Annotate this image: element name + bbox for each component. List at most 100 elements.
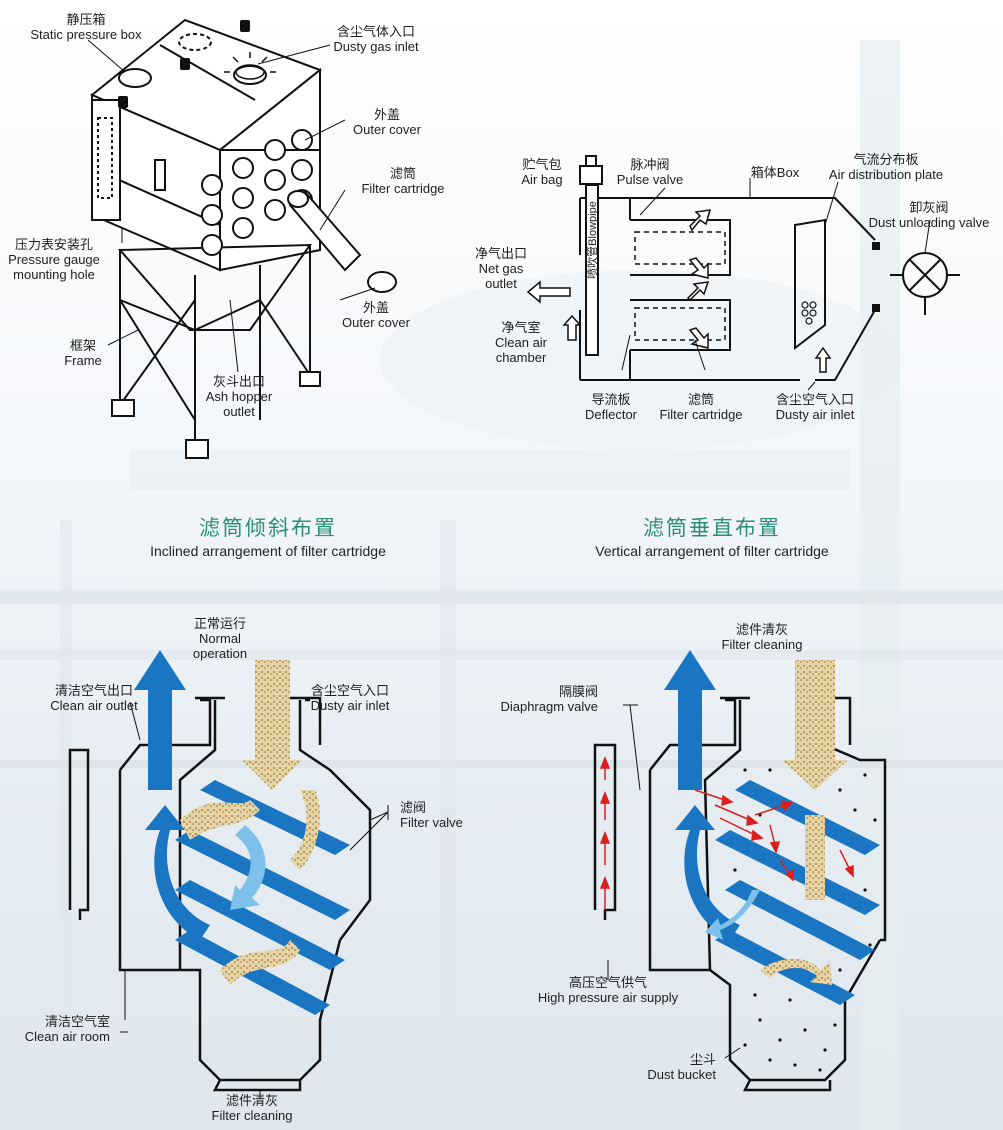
label-en: Pulse valve — [616, 172, 684, 187]
label-en: High pressure air supply — [537, 990, 679, 1005]
label-en: Air bag — [521, 172, 563, 187]
label-en: Air distribution plate — [828, 167, 944, 182]
inclined-arrangement-diagram — [68, 650, 389, 1098]
label-en: mounting hole — [13, 267, 95, 282]
label-filter-cartridge-schematic: 滤筒 Filter cartridge — [650, 392, 752, 422]
label-filter-cartridge-3d: 滤筒 Filter cartridge — [352, 166, 454, 196]
label-en: 箱体Box — [750, 165, 800, 180]
label-pressure-gauge: 压力表安装孔 Pressure gauge mounting hole — [4, 237, 104, 282]
label-net-gas-outlet: 净气出口 Net gas outlet — [470, 246, 532, 291]
title-zh: 滤筒倾斜布置 — [199, 517, 337, 540]
label-zh: 正常运行 — [193, 616, 246, 631]
label-zh: 导流板 — [591, 392, 631, 407]
label-en: Outer cover — [342, 315, 410, 330]
label-zh: 净气室 — [501, 320, 541, 335]
label-zh: 清洁空气出口 — [54, 683, 133, 698]
label-dusty-gas-inlet: 含尘气体入口 Dusty gas inlet — [322, 24, 430, 54]
label-zh: 压力表安装孔 — [14, 237, 93, 252]
label-air-bag: 贮气包 Air bag — [512, 157, 572, 187]
label-zh: 滤件清灰 — [225, 1093, 278, 1108]
label-en: Static pressure box — [30, 27, 142, 42]
label-en: Pressure gauge — [8, 252, 100, 267]
label-normal-operation: 正常运行 Normal operation — [185, 616, 255, 661]
title-en: Inclined arrangement of filter cartridge — [150, 543, 386, 559]
label-en: Filter cartridge — [361, 181, 445, 196]
label-zh: 高压空气供气 — [568, 975, 647, 990]
label-zh: 净气出口 — [474, 246, 527, 261]
inclined-section-title: 滤筒倾斜布置 Inclined arrangement of filter ca… — [120, 516, 416, 560]
label-dusty-air-inlet-schematic: 含尘空气入口 Dusty air inlet — [768, 392, 862, 422]
label-dust-unloading-valve: 卸灰阀 Dust unloading valve — [860, 200, 998, 230]
label-static-pressure-box: 静压箱 Static pressure box — [22, 12, 150, 42]
label-box: 箱体Box — [745, 165, 805, 180]
label-zh: 滤筒 — [687, 392, 714, 407]
label-frame: 框架 Frame — [58, 338, 108, 368]
label-zh: 贮气包 — [522, 157, 562, 172]
label-clean-air-room: 清洁空气室 Clean air room — [10, 1014, 110, 1044]
vertical-arrangement-diagram — [593, 650, 887, 1092]
label-zh: 外盖 — [373, 107, 400, 122]
label-en: Net gas — [478, 261, 524, 276]
label-dusty-air-inlet-inclined: 含尘空气入口 Dusty air inlet — [302, 683, 398, 713]
label-zh: 清洁空气室 — [44, 1014, 110, 1029]
label-en: 喷吹管Blowpipe — [587, 201, 599, 279]
label-en: chamber — [495, 350, 547, 365]
label-en: Filter cleaning — [211, 1108, 293, 1123]
label-filter-cleaning-inclined: 滤件清灰 Filter cleaning — [200, 1093, 304, 1123]
label-zh: 隔膜阀 — [558, 684, 598, 699]
label-air-distribution-plate: 气流分布板 Air distribution plate — [818, 152, 954, 182]
label-filter-cleaning-vertical: 滤件清灰 Filter cleaning — [712, 622, 812, 652]
dust-collector-3d-drawing — [87, 18, 397, 459]
pulse-jet-schematic — [526, 155, 960, 391]
label-zh: 滤件清灰 — [735, 622, 788, 637]
label-high-pressure-air-supply: 高压空气供气 High pressure air supply — [528, 975, 688, 1005]
label-en: Filter valve — [400, 815, 463, 830]
label-en: Dusty gas inlet — [333, 39, 419, 54]
label-diaphragm-valve: 隔膜阀 Diaphragm valve — [482, 684, 598, 714]
label-en: Filter cartridge — [659, 407, 743, 422]
label-en: Dust bucket — [647, 1067, 716, 1082]
label-blowpipe: 喷吹管Blowpipe — [586, 185, 601, 295]
label-zh: 滤阀 — [400, 800, 427, 815]
label-dust-bucket: 尘斗 Dust bucket — [620, 1052, 716, 1082]
label-zh: 脉冲阀 — [630, 157, 670, 172]
label-en: Deflector — [584, 407, 638, 422]
label-en: Dusty air inlet — [775, 407, 855, 422]
label-zh: 静压箱 — [66, 12, 106, 27]
title-en: Vertical arrangement of filter cartridge — [595, 543, 829, 559]
label-en: Dusty air inlet — [310, 698, 390, 713]
label-zh: 卸灰阀 — [909, 200, 949, 215]
label-zh: 框架 — [69, 338, 96, 353]
label-en: Normal — [199, 631, 241, 646]
label-zh: 气流分布板 — [853, 152, 919, 167]
label-zh: 外盖 — [362, 300, 389, 315]
label-filter-valve: 滤阀 Filter valve — [400, 800, 480, 830]
label-deflector: 导流板 Deflector — [580, 392, 642, 422]
label-en: Diaphragm valve — [500, 699, 598, 714]
label-en: Clean air — [494, 335, 548, 350]
label-zh: 含尘空气入口 — [775, 392, 854, 407]
label-zh: 灰斗出口 — [212, 374, 265, 389]
label-en: Clean air room — [24, 1029, 110, 1044]
label-zh: 含尘气体入口 — [336, 24, 415, 39]
label-en: Ash hopper — [205, 389, 273, 404]
label-en: Outer cover — [353, 122, 421, 137]
label-outer-cover-bottom: 外盖 Outer cover — [330, 300, 422, 330]
label-ash-hopper-outlet: 灰斗出口 Ash hopper outlet — [204, 374, 274, 419]
label-en: Frame — [64, 353, 102, 368]
title-zh: 滤筒垂直布置 — [643, 517, 781, 540]
vertical-section-title: 滤筒垂直布置 Vertical arrangement of filter ca… — [566, 516, 858, 560]
label-zh: 滤筒 — [389, 166, 416, 181]
label-clean-air-outlet: 清洁空气出口 Clean air outlet — [42, 683, 146, 713]
label-en: operation — [192, 646, 248, 661]
label-zh: 含尘空气入口 — [310, 683, 389, 698]
label-en: outlet — [223, 404, 255, 419]
label-outer-cover-top: 外盖 Outer cover — [345, 107, 429, 137]
label-en: Clean air outlet — [50, 698, 138, 713]
label-clean-air-chamber: 净气室 Clean air chamber — [488, 320, 554, 365]
label-pulse-valve: 脉冲阀 Pulse valve — [610, 157, 690, 187]
label-zh: 尘斗 — [689, 1052, 716, 1067]
label-en: outlet — [485, 276, 517, 291]
label-en: Dust unloading valve — [868, 215, 990, 230]
label-en: Filter cleaning — [721, 637, 803, 652]
